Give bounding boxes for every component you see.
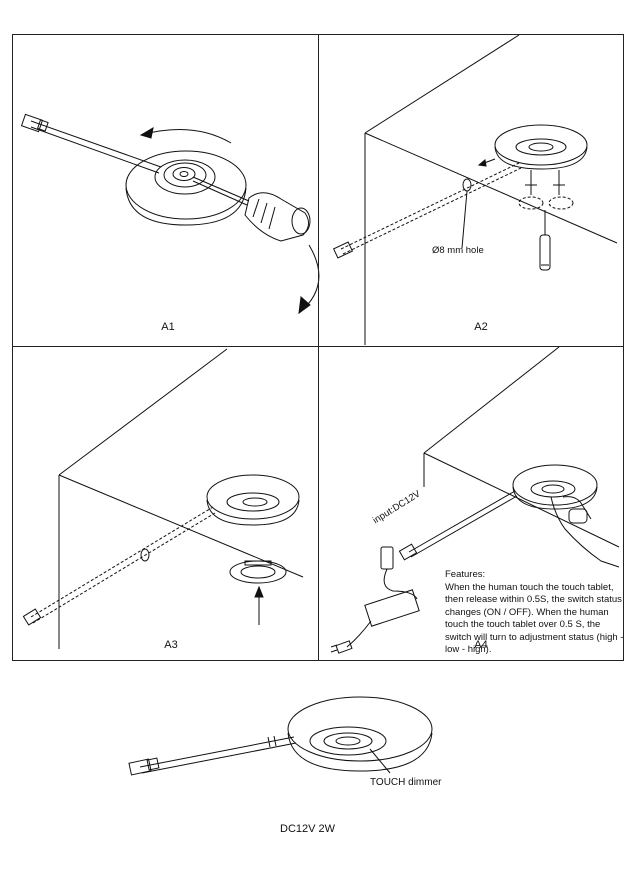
features-line: then release within 0.5S, the switch sta… xyxy=(445,594,622,605)
a3-illustration xyxy=(22,348,304,649)
cabinet-top-edge xyxy=(364,35,520,134)
installation-steps-grid: A1 xyxy=(12,34,624,661)
power-adapter xyxy=(364,589,420,627)
mounting-hole xyxy=(462,178,472,192)
cable-line xyxy=(408,490,516,553)
screwdriver-shaft xyxy=(192,176,250,202)
product-illustration: TOUCH dimmer xyxy=(0,661,637,872)
light-puck-body xyxy=(494,124,588,166)
product-drawing xyxy=(128,696,433,776)
a2-illustration xyxy=(332,35,618,345)
light-puck-body xyxy=(287,696,433,762)
touch-dimmer-label: TOUCH dimmer xyxy=(370,777,442,788)
cable-line xyxy=(30,506,214,618)
product-caption: DC12V 2W xyxy=(280,823,336,835)
features-text: Features: When the human touch the touch… xyxy=(445,569,623,657)
features-title: Features: xyxy=(445,569,486,580)
panel-label-a4: A4 xyxy=(474,639,488,651)
features-line: low - high). xyxy=(445,644,492,655)
cabinet-top-edge xyxy=(58,348,228,476)
screwdriver xyxy=(539,234,551,271)
panel-label-a3: A3 xyxy=(164,639,178,651)
features-line: switch will turn to adjustment status (h… xyxy=(445,631,624,643)
features-line: changes (ON / OFF). When the human xyxy=(445,606,609,618)
a1-illustration xyxy=(20,113,320,315)
light-puck-body xyxy=(125,150,247,220)
panel-a1: A1 xyxy=(12,34,320,347)
panel-label-a2: A2 xyxy=(474,321,488,333)
cable-line xyxy=(139,736,295,768)
cabinet-top-edge xyxy=(423,347,560,454)
a4-illustration xyxy=(330,347,620,654)
cable-line xyxy=(30,120,162,168)
connector-plug xyxy=(128,758,152,776)
connector-plug xyxy=(332,241,354,259)
features-line: When the human touch the touch tablet, xyxy=(445,581,614,593)
panel-a4: input:DC12V Features: When the human tou… xyxy=(318,346,624,661)
screwdriver-handle xyxy=(244,192,309,242)
cable-line xyxy=(340,162,520,250)
cabinet-front-edge xyxy=(364,132,618,244)
screw xyxy=(525,170,537,195)
light-puck-body xyxy=(512,464,598,506)
light-puck-body xyxy=(206,474,300,520)
connector-plug xyxy=(20,113,44,133)
features-line: touch the touch tablet over 0.5 S, the xyxy=(445,619,601,630)
rotate-arrow xyxy=(140,129,232,144)
input-connector xyxy=(380,546,394,570)
panel-a3: A3 xyxy=(12,346,319,661)
panel-a2: Ø8 mm hole A2 xyxy=(318,34,624,347)
power-plug xyxy=(335,640,353,654)
hole-size-label: Ø8 mm hole xyxy=(432,245,484,256)
cabinet-front-edge xyxy=(423,452,620,548)
panel-label-a1: A1 xyxy=(161,321,175,333)
mounting-ring xyxy=(229,560,287,584)
hand xyxy=(550,496,620,568)
connector-plug xyxy=(22,608,42,626)
